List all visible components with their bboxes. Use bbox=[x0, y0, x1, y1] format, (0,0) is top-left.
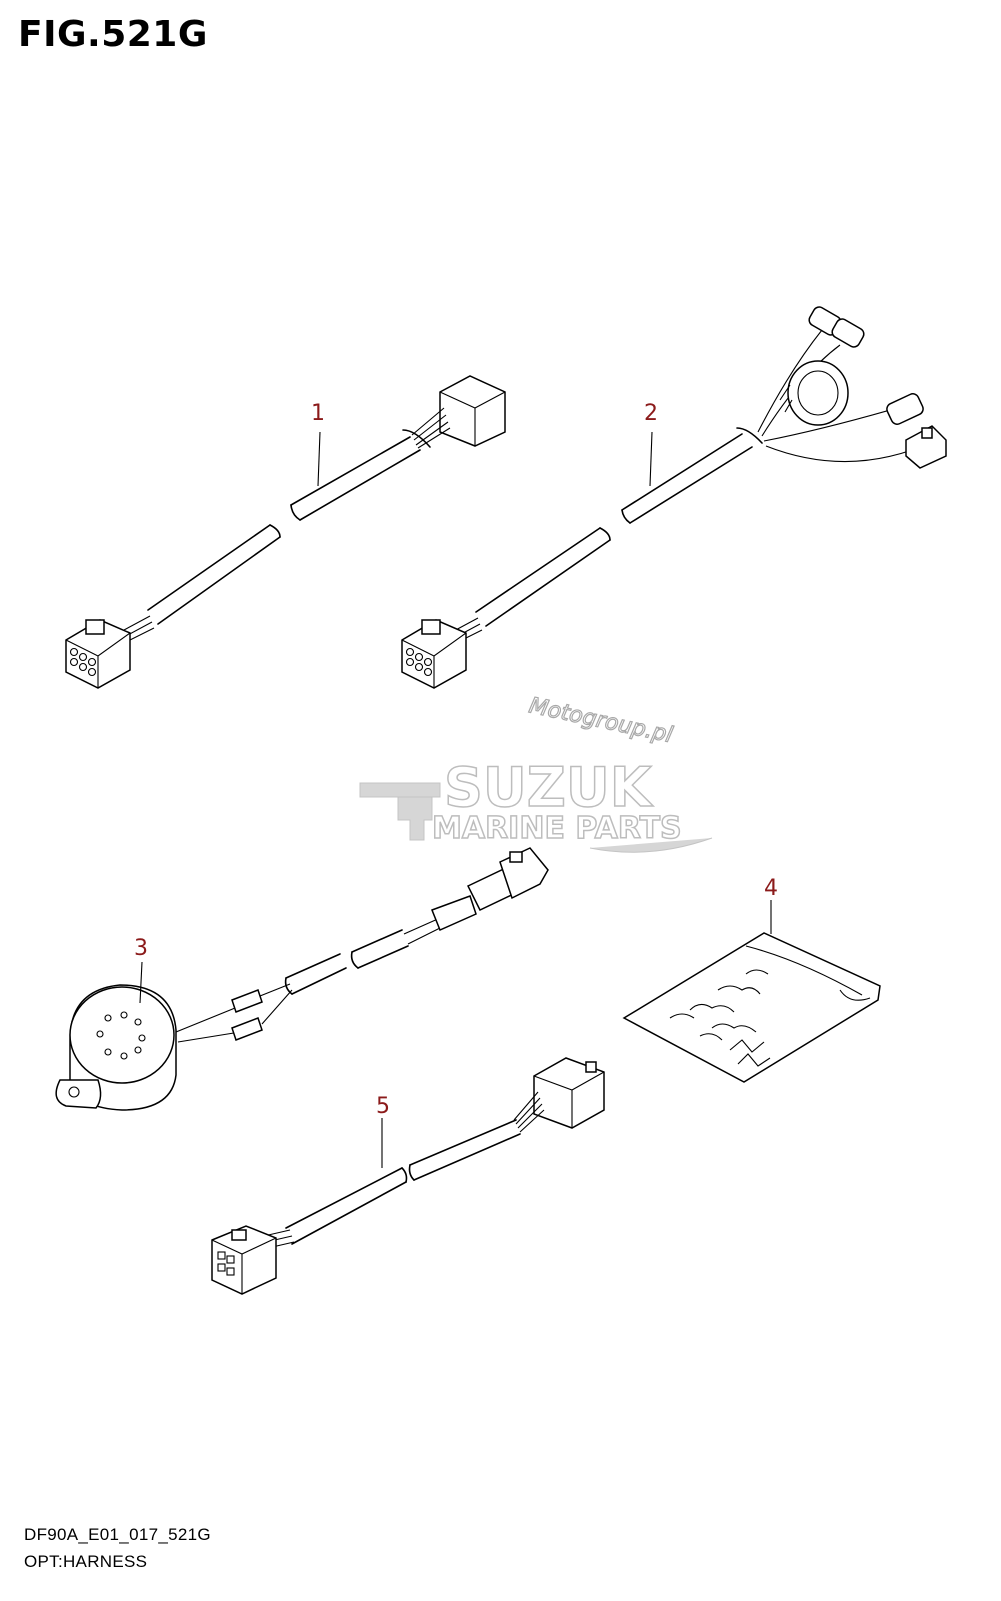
watermark: Motogroup.pl SUZUK MARINE PARTS bbox=[359, 693, 713, 853]
callout-1: 1 bbox=[311, 401, 325, 426]
callout-2: 2 bbox=[644, 401, 658, 426]
part-5-harness bbox=[211, 1057, 605, 1295]
watermark-subtitle: MARINE PARTS bbox=[432, 811, 682, 846]
watermark-site: Motogroup.pl bbox=[527, 693, 675, 748]
watermark-outboard-icon bbox=[359, 782, 441, 841]
part-4-parts-bag bbox=[622, 900, 881, 1083]
callout-4: 4 bbox=[764, 876, 778, 901]
part-1-harness bbox=[65, 375, 506, 689]
callout-3: 3 bbox=[134, 936, 148, 961]
part-2-harness bbox=[401, 306, 947, 689]
figure-caption: OPT:HARNESS bbox=[24, 1552, 148, 1571]
part-3-buzzer bbox=[55, 847, 549, 1111]
figure-title: FIG.521G bbox=[18, 14, 208, 55]
figure-code: DF90A_E01_017_521G bbox=[24, 1525, 211, 1544]
watermark-brand: SUZUK bbox=[444, 756, 654, 819]
callout-5: 5 bbox=[376, 1094, 390, 1119]
